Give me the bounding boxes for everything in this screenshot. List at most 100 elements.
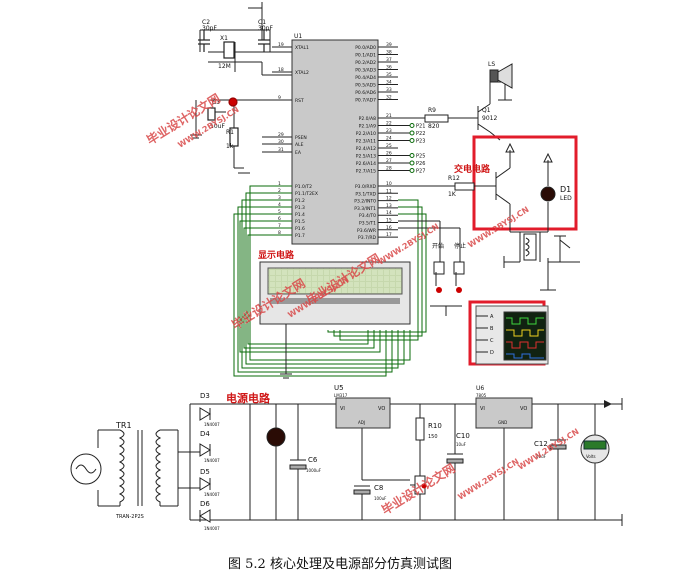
mcu-pin-number: 21	[386, 113, 392, 119]
cap-c12	[549, 439, 567, 450]
c10-ref: C10	[456, 432, 470, 440]
q1-val: 9012	[482, 115, 497, 122]
tap-terminal	[409, 160, 415, 166]
mcu-pin-name: P1.6	[295, 226, 305, 232]
mcu-pin-number: 12	[386, 196, 392, 202]
u6-ref: U6	[476, 385, 484, 392]
mcu-pin-number: 38	[386, 50, 392, 56]
tap-label: P23	[416, 139, 425, 145]
buzzer-ls: LS	[488, 61, 513, 89]
c1-val: 30pF	[258, 25, 273, 32]
mcu-pin-number: 28	[386, 166, 392, 172]
watermark-text: WWW.2BYSJ.CN	[456, 457, 520, 502]
mcu-pin-number: 34	[386, 80, 392, 86]
mcu-pin-name: P0.7/AD7	[355, 98, 376, 104]
mcu-left-pins: 19XTAL118XTAL29RST29PSEN30ALE31EA1P1.0/T…	[272, 42, 318, 239]
watermark-text: WWW.2BYSJ.CN	[466, 205, 530, 250]
scope-channel-label: A	[490, 314, 494, 320]
mcu-pin-number: 5	[278, 209, 281, 215]
crystal-labels: C2 30pF C1 30pF X1 12M C3 10uF R1 1k	[202, 19, 273, 150]
d3-ref: D3	[200, 392, 210, 400]
mcu-pin-name: P0.0/AD0	[355, 45, 376, 51]
mcu-pin-number: 36	[386, 65, 392, 71]
d1-ref: D1	[560, 185, 571, 194]
mcu-pin-number: 3	[278, 195, 281, 201]
u5-ref: U5	[334, 384, 344, 392]
mcu-pin-number: 10	[386, 181, 392, 187]
u6-gnd: GND	[498, 420, 507, 425]
mcu-pin-name: P2.0/A8	[359, 116, 376, 122]
r1-ref: R1	[226, 129, 234, 136]
r10-ref: R10	[428, 422, 442, 430]
ls-ref: LS	[488, 61, 495, 68]
c8-ref: C8	[374, 484, 383, 492]
r1-val: 1k	[226, 143, 234, 150]
mcu-pin-name: P2.5/A13	[356, 154, 376, 160]
regulator-u6: VI VO GND U6 7805	[475, 385, 533, 429]
mcu-pin-number: 11	[386, 188, 392, 194]
led-d1	[540, 186, 556, 202]
resistor-r10	[415, 417, 425, 441]
tap-label: P22	[416, 131, 425, 137]
d6-val: 1N4007	[204, 526, 220, 531]
u5-vi: VI	[340, 406, 345, 412]
mcu-pin-name: P2.1/A9	[359, 124, 376, 130]
u5-val: LM317	[334, 393, 348, 398]
c6-val: 1000uF	[306, 468, 322, 473]
watermark-text: WWW.2BYSJ.CN	[516, 427, 580, 472]
mcu-pin-name: RST	[295, 98, 304, 104]
d5-val: 1N4007	[204, 492, 220, 497]
tap-terminal	[409, 168, 415, 173]
u6-vi: VI	[480, 406, 485, 412]
mcu-pin-name: P3.4/T0	[359, 213, 376, 219]
mcu-pin-number: 9	[278, 95, 281, 101]
mcu-pin-name: P0.1/AD1	[355, 53, 376, 59]
r12-ref: R12	[448, 175, 460, 182]
mcu-pin-number: 6	[278, 216, 281, 222]
regulator-u5: VI VO ADJ U5 LM317	[334, 384, 391, 429]
lcd-ground	[280, 324, 292, 379]
mcu-pin-name: P1.1/T2EX	[295, 191, 318, 197]
button-start[interactable]	[433, 261, 445, 293]
mcu-pin-number: 7	[278, 223, 281, 229]
mcu-pin-name: P1.0/T2	[295, 184, 312, 190]
c3-ref: C3	[212, 99, 220, 106]
u5-adj: ADJ	[358, 420, 365, 425]
button-stop[interactable]	[453, 261, 465, 293]
tap-label: P27	[416, 169, 425, 175]
d4-ref: D4	[200, 430, 210, 438]
mcu-pin-name: P3.5/T1	[359, 221, 376, 227]
c8-val: 100uF	[374, 496, 387, 501]
r12-val: 1K	[448, 191, 457, 198]
tr1-val: TRAN-2P2S	[115, 514, 144, 520]
scope-channel-label: C	[490, 338, 494, 344]
power-circuit-label: 电源电路	[226, 391, 271, 405]
scope-channel-label: D	[490, 350, 494, 356]
mcu-pin-number: 19	[278, 42, 284, 48]
mcu-pin-number: 26	[386, 151, 392, 157]
btn-stop-label: 停止	[454, 242, 466, 250]
buttons-block	[398, 220, 462, 316]
mcu-pin-name: P0.6/AD6	[355, 90, 376, 96]
mcu-pin-number: 31	[278, 147, 284, 153]
p2-output-wires	[398, 81, 512, 141]
mcu-pin-number: 23	[386, 128, 392, 134]
u5-vo: VO	[378, 406, 385, 412]
r9-ref: R9	[428, 107, 436, 114]
mcu-pin-number: 2	[278, 188, 281, 194]
mcu-pin-name: P3.2/INT0	[354, 199, 376, 205]
mcu-pin-number: 22	[386, 121, 392, 127]
tap-terminal	[409, 153, 415, 158]
x1-val: 12M	[218, 63, 231, 70]
mcu-pin-name: P3.3/INT1	[354, 206, 376, 212]
diode-d5	[199, 477, 211, 491]
mcu-pin-name: P1.5	[295, 219, 305, 225]
p2-labels: R9 820 Q1 9012	[428, 107, 497, 130]
c2-val: 30pF	[202, 25, 217, 32]
c2-ref: C2	[202, 19, 210, 26]
u6-val: 7805	[476, 393, 487, 398]
mcu-pin-number: 17	[386, 232, 392, 238]
mcu-pin-name: P1.3	[295, 205, 305, 211]
